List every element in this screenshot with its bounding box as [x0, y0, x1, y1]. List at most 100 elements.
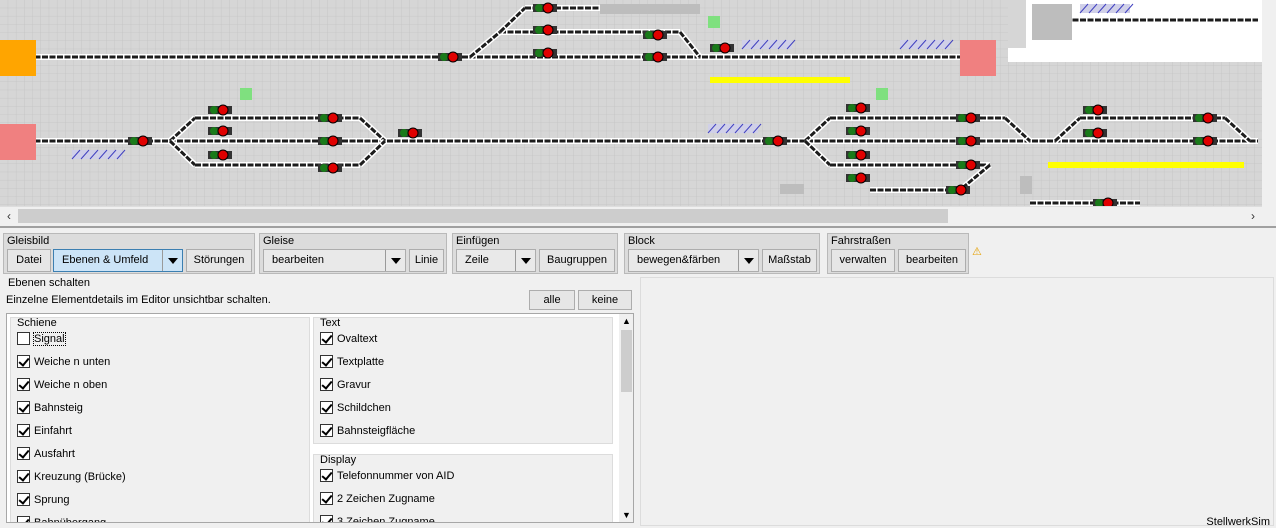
hatch-3-stroke	[1088, 3, 1098, 14]
display-checkbox-row[interactable]: 2 Zeichen Zugname	[320, 492, 435, 508]
hatch-3-stroke	[1079, 3, 1089, 14]
checkbox[interactable]	[320, 355, 333, 368]
horizontal-scrollbar[interactable]: ‹ ›	[0, 206, 1262, 224]
ebenen-umfeld-dropdown[interactable]: Ebenen & Umfeld	[53, 249, 183, 272]
schiene-checkbox-row[interactable]: Bahnsteig	[17, 401, 83, 417]
track-diagram-area[interactable]: ‹ ›	[0, 0, 1276, 228]
text-checkbox-row[interactable]: Textplatte	[320, 355, 384, 371]
checkbox[interactable]	[17, 447, 30, 460]
chevron-right-icon[interactable]: ›	[1251, 209, 1255, 223]
hatch-2-stroke	[908, 39, 918, 50]
hatch-4-stroke	[71, 149, 81, 160]
scroll-thumb[interactable]	[18, 209, 948, 223]
block-mode-dropdown[interactable]: bewegen&färben	[628, 249, 759, 272]
schiene-checkbox-row[interactable]: Kreuzung (Brücke)	[17, 470, 126, 486]
text-checkbox-row[interactable]: Schildchen	[320, 401, 391, 417]
checkbox[interactable]	[17, 424, 30, 437]
stoerungen-button[interactable]: Störungen	[186, 249, 252, 272]
linie-button[interactable]: Linie	[409, 249, 444, 272]
chevron-down-icon[interactable]	[385, 250, 405, 271]
massstab-button[interactable]: Maßstab	[762, 249, 817, 272]
checkbox-label: Telefonnummer von AID	[337, 470, 455, 482]
display-checkbox-row[interactable]: Telefonnummer von AID	[320, 469, 454, 485]
checkbox[interactable]	[320, 424, 333, 437]
display-checkbox-row[interactable]: 3 Zeichen Zugname	[320, 515, 435, 522]
gleise-mode-dropdown[interactable]: bearbeiten	[263, 249, 406, 272]
all-button[interactable]: alle	[529, 290, 575, 310]
chevron-down-icon[interactable]	[738, 250, 758, 271]
chevron-up-icon[interactable]: ▲	[622, 316, 631, 326]
hatch-1-stroke	[741, 39, 751, 50]
checkbox[interactable]	[320, 378, 333, 391]
verwalten-button[interactable]: verwalten	[831, 249, 895, 272]
entry-block-bottom	[0, 124, 36, 160]
signal-red	[855, 172, 867, 184]
none-button[interactable]: keine	[578, 290, 632, 310]
signal-green	[210, 151, 218, 159]
checkbox-label: Weiche n unten	[34, 356, 111, 368]
datei-button[interactable]: Datei	[7, 249, 51, 272]
schiene-checkbox-row[interactable]: Sprung	[17, 493, 69, 509]
text-checkbox-row[interactable]: Gravur	[320, 378, 371, 394]
chevron-down-icon[interactable]	[515, 250, 535, 271]
dropdown-value: Ebenen & Umfeld	[62, 254, 149, 266]
checkbox-label: Bahnsteigfläche	[337, 425, 416, 437]
signal-green	[535, 49, 543, 57]
hatch-2-stroke	[899, 39, 909, 50]
schiene-checkbox-row[interactable]: Ausfahrt	[17, 447, 75, 463]
signal-red	[327, 112, 339, 124]
track-branch	[803, 116, 832, 143]
track-diagram[interactable]	[0, 0, 1262, 206]
checkbox-label: Bahnübergang	[34, 517, 107, 523]
checkbox[interactable]	[320, 492, 333, 505]
warning-icon[interactable]: ⚠	[972, 246, 982, 258]
bearbeiten-button[interactable]: bearbeiten	[898, 249, 966, 272]
vertical-scroll-area	[1262, 0, 1276, 224]
checkbox[interactable]	[17, 378, 30, 391]
signal-green	[848, 174, 856, 182]
text-checkbox-row[interactable]: Bahnsteigfläche	[320, 424, 415, 440]
vertical-scrollbar[interactable]: ▲ ▼	[619, 314, 633, 522]
signal-red	[407, 127, 419, 139]
chevron-down-icon[interactable]	[162, 250, 182, 271]
schiene-checkbox-row[interactable]: Einfahrt	[17, 424, 72, 440]
group-title: Display	[320, 454, 357, 466]
hatch-4-stroke	[116, 149, 126, 160]
track-branch-down	[959, 163, 991, 192]
einfuegen-mode-dropdown[interactable]: Zeile	[456, 249, 536, 272]
checkbox[interactable]	[320, 515, 333, 522]
group-gleisbild: Gleisbild Datei Ebenen & Umfeld Störunge…	[3, 233, 255, 274]
checkbox[interactable]	[17, 516, 30, 522]
chevron-left-icon[interactable]: ‹	[7, 209, 11, 223]
checkbox[interactable]	[17, 355, 30, 368]
checkbox[interactable]	[320, 332, 333, 345]
layers-panel: Ebenen schalten Einzelne Elementdetails …	[2, 277, 636, 526]
schiene-checkbox-row[interactable]: Weiche n oben	[17, 378, 107, 394]
checkbox[interactable]	[17, 470, 30, 483]
checkbox-label: Gravur	[337, 379, 371, 391]
scroll-thumb[interactable]	[621, 330, 632, 392]
hatch-3-stroke	[1106, 3, 1116, 14]
text-checkbox-row[interactable]: Ovaltext	[320, 332, 377, 348]
signal-red	[542, 2, 554, 14]
hatch-4-stroke	[98, 149, 108, 160]
checkbox[interactable]	[17, 493, 30, 506]
splitter[interactable]	[0, 226, 1276, 228]
schiene-checkbox-row[interactable]: Signal	[17, 332, 66, 348]
schiene-checkbox-row[interactable]: Weiche n unten	[17, 355, 110, 371]
schiene-checkbox-row[interactable]: Bahnübergang	[17, 516, 107, 523]
checkbox[interactable]	[17, 332, 30, 345]
signal-green	[130, 137, 138, 145]
checkbox[interactable]	[320, 401, 333, 414]
signal-green	[948, 186, 956, 194]
dropdown-value: bearbeiten	[272, 254, 324, 266]
baugruppen-button[interactable]: Baugruppen	[539, 249, 615, 272]
signal-green	[958, 137, 966, 145]
checkbox[interactable]	[17, 401, 30, 414]
checkbox[interactable]	[320, 469, 333, 482]
track-merge	[358, 139, 387, 167]
signal-red	[965, 159, 977, 171]
marker-green	[876, 88, 888, 100]
chevron-down-icon[interactable]: ▼	[622, 510, 631, 520]
